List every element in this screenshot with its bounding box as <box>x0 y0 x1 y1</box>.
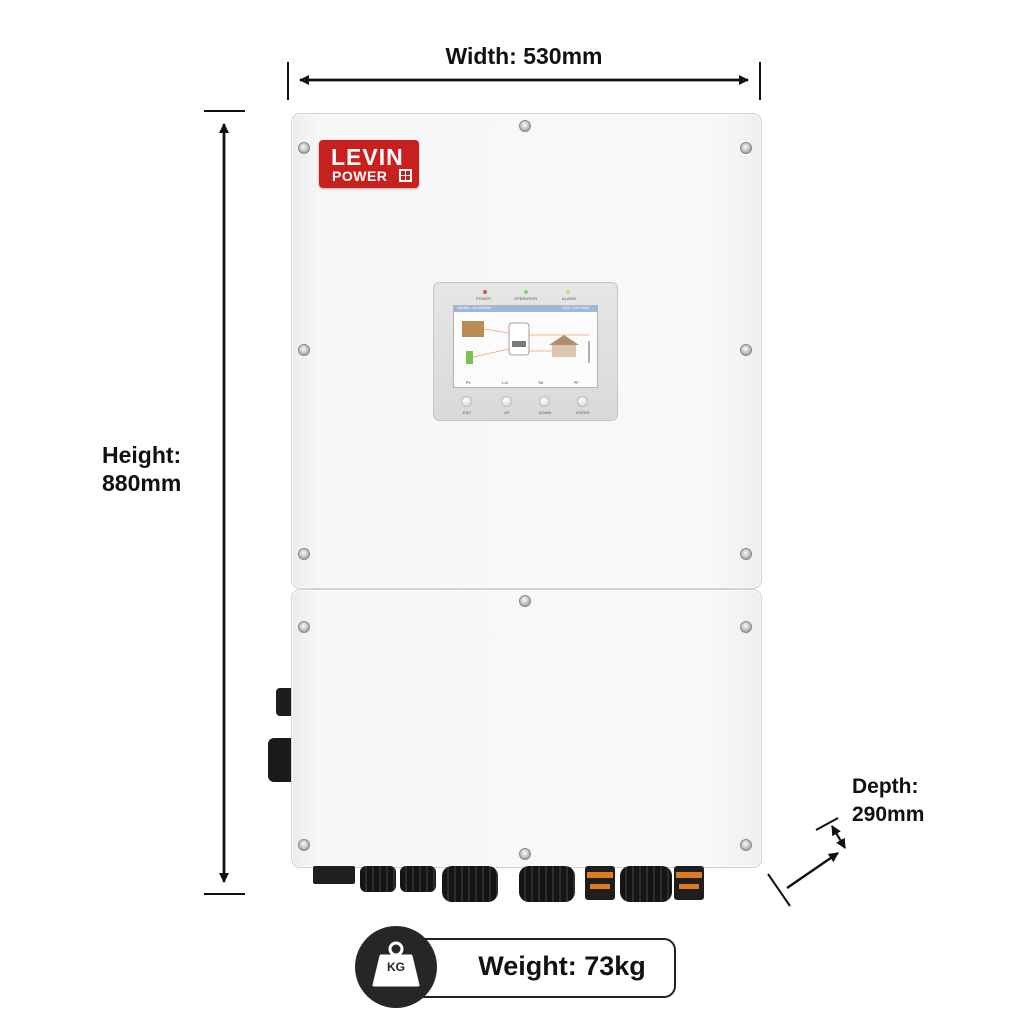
power-led <box>483 290 487 294</box>
lcd-header-left: MODEL: SL-1000KH <box>458 306 491 310</box>
width-arrow <box>287 62 761 100</box>
connector-stripe <box>590 884 610 889</box>
kg-icon-text: KG <box>387 960 405 974</box>
screw <box>298 142 310 154</box>
esc-key-label: ESC <box>462 410 472 415</box>
operation-led <box>524 290 528 294</box>
connector-stripe <box>587 872 613 878</box>
house-icon <box>549 335 579 345</box>
lcd-tab-pf: PF <box>574 381 579 385</box>
screw <box>298 839 310 851</box>
solar-panel-icon <box>462 321 484 337</box>
weight-label: Weight: 73kg <box>478 951 646 981</box>
depth-value: 290mm <box>852 803 925 826</box>
connector-port <box>313 866 355 884</box>
depth-label: Depth: <box>852 775 919 798</box>
weight-kg-icon <box>372 941 420 987</box>
energy-flow-diagram <box>462 321 590 364</box>
lcd-tab-ln: L-N <box>502 381 508 385</box>
lcd-tab-tm: TM <box>538 381 544 385</box>
connector-stripe <box>676 872 702 878</box>
screw <box>298 548 310 560</box>
lcd-header-right: 2023 - 1/01 09:00 <box>562 306 590 310</box>
screw <box>740 621 752 633</box>
down-key <box>539 396 550 407</box>
screw <box>519 848 531 860</box>
enter-key <box>577 396 588 407</box>
lcd-header: MODEL: SL-1000KH 2023 - 1/01 09:00 <box>454 306 597 312</box>
display-module: POWER OPERATION ALARM MODEL: SL-1000KH 2… <box>433 282 618 421</box>
screw <box>298 621 310 633</box>
logo-text-levin: LEVIN <box>331 144 404 170</box>
lcd-tab-pv: PV <box>466 381 471 385</box>
screw <box>740 344 752 356</box>
alarm-led <box>566 290 570 294</box>
height-arrow <box>204 110 245 895</box>
screw <box>519 595 531 607</box>
weight-icon-circle <box>355 926 437 1008</box>
lcd-screen: MODEL: SL-1000KH 2023 - 1/01 09:00 PV L-… <box>453 305 598 388</box>
dc-isolator-switch <box>268 738 292 782</box>
cable-gland <box>400 866 436 892</box>
battery-icon <box>466 351 473 364</box>
inverter-icon <box>508 322 530 356</box>
screw <box>298 344 310 356</box>
height-value: 880mm <box>102 470 182 496</box>
enter-key-label: ENTER <box>576 410 590 415</box>
down-key-label: DOWN <box>538 410 552 415</box>
indicator-power: POWER <box>476 296 492 301</box>
inverter-lower-panel <box>291 589 762 868</box>
esc-key <box>461 396 472 407</box>
pv-connector <box>585 866 615 900</box>
pv-connector <box>674 866 704 900</box>
cable-gland <box>360 866 396 892</box>
width-label: Width: 530mm <box>445 43 603 69</box>
screw <box>519 120 531 132</box>
logo-mark-icon <box>399 169 412 182</box>
screw <box>740 142 752 154</box>
screw <box>740 548 752 560</box>
up-key-label: UP <box>504 410 510 415</box>
cable-gland <box>519 866 575 902</box>
cable-gland <box>620 866 672 902</box>
brand-logo: LEVIN POWER <box>319 140 419 188</box>
cable-gland <box>442 866 498 902</box>
indicator-operation: OPERATION <box>514 296 538 301</box>
connector-stripe <box>679 884 699 889</box>
indicator-alarm: ALARM <box>562 296 576 301</box>
screw <box>740 839 752 851</box>
up-key <box>501 396 512 407</box>
logo-text-power: POWER <box>332 168 388 184</box>
depth-arrow <box>767 817 846 907</box>
side-switch <box>276 688 292 716</box>
height-label: Height: <box>102 442 182 468</box>
